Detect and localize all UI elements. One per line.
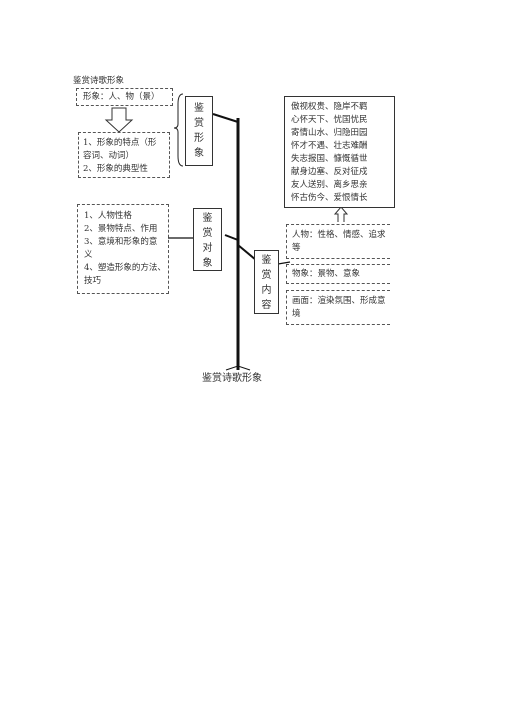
theme-line-1: 傲视权贵、隐岸不羁	[291, 102, 368, 112]
appreciate-image-char-2: 赏	[194, 118, 204, 129]
person-line-1: 人物：性格、情感、追求	[292, 230, 386, 240]
appreciate-image-box: 鉴 赏 形 象	[185, 96, 213, 166]
appreciate-object-box: 鉴 赏 对 象	[193, 208, 222, 271]
objects-line-4: 义	[84, 250, 93, 260]
connector-content-box	[277, 261, 291, 265]
diagram-title: 鉴赏诗歌形象	[202, 373, 262, 384]
objects-line-5: 4、塑造形象的方法、	[84, 263, 166, 273]
branch-line-content	[237, 244, 257, 261]
top-label: 鉴赏诗歌形象	[73, 76, 125, 86]
person-box: 人物：性格、情感、追求 等	[286, 224, 390, 259]
objects-box: 1、人物性格 2、景物特点、作用 3、意境和形象的意 义 4、塑造形象的方法、 …	[77, 204, 169, 294]
definition-box: 形象：人、物（景）	[76, 88, 173, 106]
down-arrow-icon	[104, 107, 134, 133]
theme-line-7: 友人送别、离乡思亲	[291, 180, 368, 190]
appreciate-object-char-4: 象	[202, 258, 213, 269]
person-line-2: 等	[292, 243, 301, 253]
theme-line-4: 怀才不遇、壮志难酬	[291, 141, 368, 151]
bracket-image	[173, 93, 184, 167]
scene-line-1: 画面：渲染氛围、形成意	[292, 296, 386, 306]
appreciate-object-char-3: 对	[202, 243, 213, 254]
appreciate-content-char-1: 鉴	[261, 255, 272, 266]
appreciate-content-char-4: 容	[261, 300, 272, 311]
trunk-base	[225, 365, 251, 371]
definition-text: 形象：人、物（景）	[83, 92, 160, 102]
objects-line-2: 2、景物特点、作用	[84, 224, 158, 234]
appreciate-object-char-2: 赏	[202, 228, 213, 239]
appreciate-image-char-4: 象	[194, 148, 204, 159]
branch-line-object	[224, 234, 239, 241]
theme-line-3: 寄情山水、归隐田园	[291, 128, 368, 138]
theme-line-8: 怀古伤今、爱恨情长	[291, 193, 368, 203]
scene-line-2: 境	[292, 309, 301, 319]
features-line-3: 2、形象的典型性	[83, 164, 148, 174]
thing-box: 物象：景物、意象	[286, 264, 390, 284]
appreciate-content-char-2: 赏	[261, 270, 272, 281]
theme-line-6: 献身边塞、反对征戍	[291, 167, 368, 177]
branch-line-image	[212, 113, 239, 123]
features-line-2: 容词、动词）	[83, 151, 135, 161]
appreciate-image-char-3: 形	[194, 133, 204, 144]
objects-line-6: 技巧	[84, 276, 102, 286]
features-box: 1、形象的特点（形 容词、动词） 2、形象的典型性	[78, 132, 170, 178]
appreciate-content-char-3: 内	[261, 285, 272, 296]
themes-box: 傲视权贵、隐岸不羁 心怀天下、忧国忧民 寄情山水、归隐田园 怀才不遇、壮志难酬 …	[284, 96, 395, 208]
scene-box: 画面：渲染氛围、形成意 境	[286, 290, 390, 325]
up-arrow-icon	[333, 206, 349, 222]
thing-text: 物象：景物、意象	[292, 269, 361, 279]
theme-line-2: 心怀天下、忧国忧民	[291, 115, 368, 125]
appreciate-content-box: 鉴 赏 内 容	[254, 250, 279, 314]
theme-line-5: 失志报国、慷慨循世	[291, 154, 368, 164]
features-line-1: 1、形象的特点（形	[83, 138, 157, 148]
appreciate-image-char-1: 鉴	[194, 103, 204, 114]
objects-line-3: 3、意境和形象的意	[84, 237, 158, 247]
appreciate-object-char-1: 鉴	[202, 213, 213, 224]
objects-line-1: 1、人物性格	[84, 211, 132, 221]
